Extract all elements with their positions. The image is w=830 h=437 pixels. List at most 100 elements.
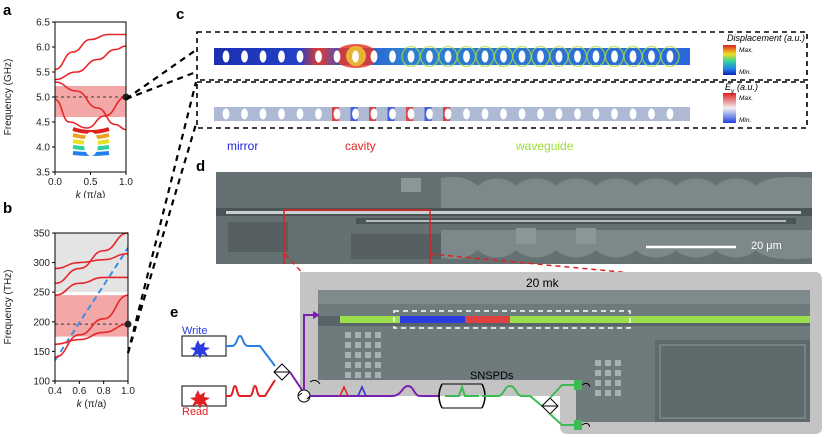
beam-hole bbox=[555, 108, 563, 120]
y-axis-label: Frequency (GHz) bbox=[3, 59, 14, 136]
y-tick-label: 5.5 bbox=[36, 68, 50, 79]
panel-d-label: d bbox=[196, 158, 206, 175]
mirror-label: mirror bbox=[227, 139, 259, 153]
panel-e-label: e bbox=[170, 304, 179, 321]
panel-c-label: c bbox=[176, 6, 185, 23]
beam-hole bbox=[407, 108, 415, 120]
beam-hole bbox=[389, 108, 396, 120]
panel-a-label: a bbox=[3, 2, 12, 19]
beam-hole bbox=[481, 108, 489, 120]
beam-hole bbox=[574, 108, 581, 120]
y-tick-label: 100 bbox=[33, 377, 50, 388]
disp-max-label: Max. bbox=[739, 47, 753, 54]
read-star-icon bbox=[190, 390, 210, 409]
connector-a-top bbox=[125, 49, 197, 100]
beam-hole bbox=[426, 50, 433, 63]
beam-hole bbox=[426, 108, 433, 120]
beam-hole bbox=[352, 108, 359, 120]
beam-hole bbox=[222, 50, 230, 63]
beam-hole bbox=[444, 50, 452, 63]
beam-hole bbox=[259, 108, 267, 120]
beam-hole bbox=[648, 108, 655, 120]
beam-hole bbox=[611, 108, 618, 120]
beam-hole bbox=[333, 50, 341, 63]
beam-hole bbox=[296, 108, 304, 120]
plot-frame bbox=[54, 232, 129, 382]
sem-overview-drawing bbox=[216, 172, 812, 264]
band-1 bbox=[54, 252, 129, 270]
filter-left-mirror bbox=[438, 383, 443, 409]
zoom-region bbox=[283, 209, 431, 264]
band-4 bbox=[54, 323, 129, 346]
beam-hole bbox=[241, 108, 248, 120]
y-tick-label: 300 bbox=[33, 258, 50, 269]
beam-hole bbox=[481, 50, 489, 63]
beam-hole bbox=[278, 108, 285, 120]
y-tick-label: 150 bbox=[33, 347, 50, 358]
cavity-label: cavity bbox=[345, 139, 376, 153]
y-tick-label: 4.0 bbox=[36, 143, 50, 154]
band-3 bbox=[54, 96, 127, 129]
bandgap-band bbox=[55, 295, 128, 337]
x-tick-label: 1.0 bbox=[121, 386, 135, 397]
beam-hole bbox=[389, 50, 396, 63]
y-tick-label: 6.5 bbox=[36, 18, 50, 29]
beam-hole bbox=[666, 50, 674, 63]
beam-hole bbox=[666, 108, 674, 120]
green-path bbox=[482, 384, 543, 407]
operating-point-marker bbox=[124, 320, 132, 328]
circulator-icon bbox=[297, 389, 311, 403]
device-path bbox=[303, 314, 318, 390]
y-tick-label: 200 bbox=[33, 317, 50, 328]
temperature-label: 20 mk bbox=[526, 276, 559, 290]
snspd-label: SNSPDs bbox=[470, 370, 514, 382]
band-3 bbox=[54, 294, 129, 359]
beam-hole bbox=[537, 108, 544, 120]
displacement-box bbox=[196, 31, 808, 81]
x-tick-label: 0.4 bbox=[48, 386, 62, 397]
beam-hole bbox=[629, 50, 637, 63]
panel-e-schematic bbox=[181, 311, 590, 430]
field-beam bbox=[214, 107, 690, 121]
beam-hole bbox=[592, 108, 600, 120]
beam-hole bbox=[463, 108, 470, 120]
y-tick-label: 250 bbox=[33, 288, 50, 299]
y-tick-label: 3.5 bbox=[36, 168, 50, 179]
y-tick-label: 350 bbox=[33, 229, 50, 240]
x-axis-label: k (π/a) bbox=[76, 190, 106, 198]
beam-hole bbox=[611, 50, 618, 63]
snspd-detectors bbox=[574, 380, 582, 430]
field-colorscale bbox=[723, 93, 736, 123]
ey-max-label: Max. bbox=[739, 95, 753, 102]
beam-hole bbox=[241, 50, 248, 63]
beam-hole bbox=[315, 108, 322, 120]
beam-hole bbox=[555, 50, 563, 63]
y-axis-label: Frequency (THz) bbox=[3, 269, 14, 344]
beam-hole bbox=[463, 50, 470, 63]
ey-sub: y bbox=[730, 89, 735, 95]
svg-text:Ey(a.u.): Ey(a.u.) bbox=[725, 82, 758, 95]
beam-hole bbox=[500, 108, 507, 120]
x-tick-label: 1.0 bbox=[119, 177, 133, 188]
beam-hole bbox=[296, 50, 304, 63]
beam-hole bbox=[574, 50, 581, 63]
beam-hole bbox=[370, 108, 378, 120]
disp-min-label: Min. bbox=[739, 69, 751, 76]
beam-hole bbox=[629, 108, 637, 120]
panel-c: Displacement (a.u.) Max. Min. Ey(a.u.) M… bbox=[196, 31, 808, 129]
beam-hole bbox=[333, 108, 341, 120]
read-label: Read bbox=[182, 406, 209, 418]
band-0 bbox=[54, 232, 129, 285]
sem-overview: 20 μm bbox=[216, 172, 812, 264]
beam-hole bbox=[444, 108, 452, 120]
displacement-label: Displacement (a.u.) bbox=[727, 33, 805, 43]
write-path bbox=[226, 334, 276, 367]
bandgap-band bbox=[55, 86, 126, 117]
beam-hole bbox=[518, 108, 526, 120]
connector-b-bottom bbox=[126, 123, 198, 354]
displacement-colorscale bbox=[723, 45, 736, 75]
field-box bbox=[196, 81, 808, 129]
beam-hole bbox=[222, 108, 230, 120]
waveguide-highlight bbox=[340, 316, 810, 323]
